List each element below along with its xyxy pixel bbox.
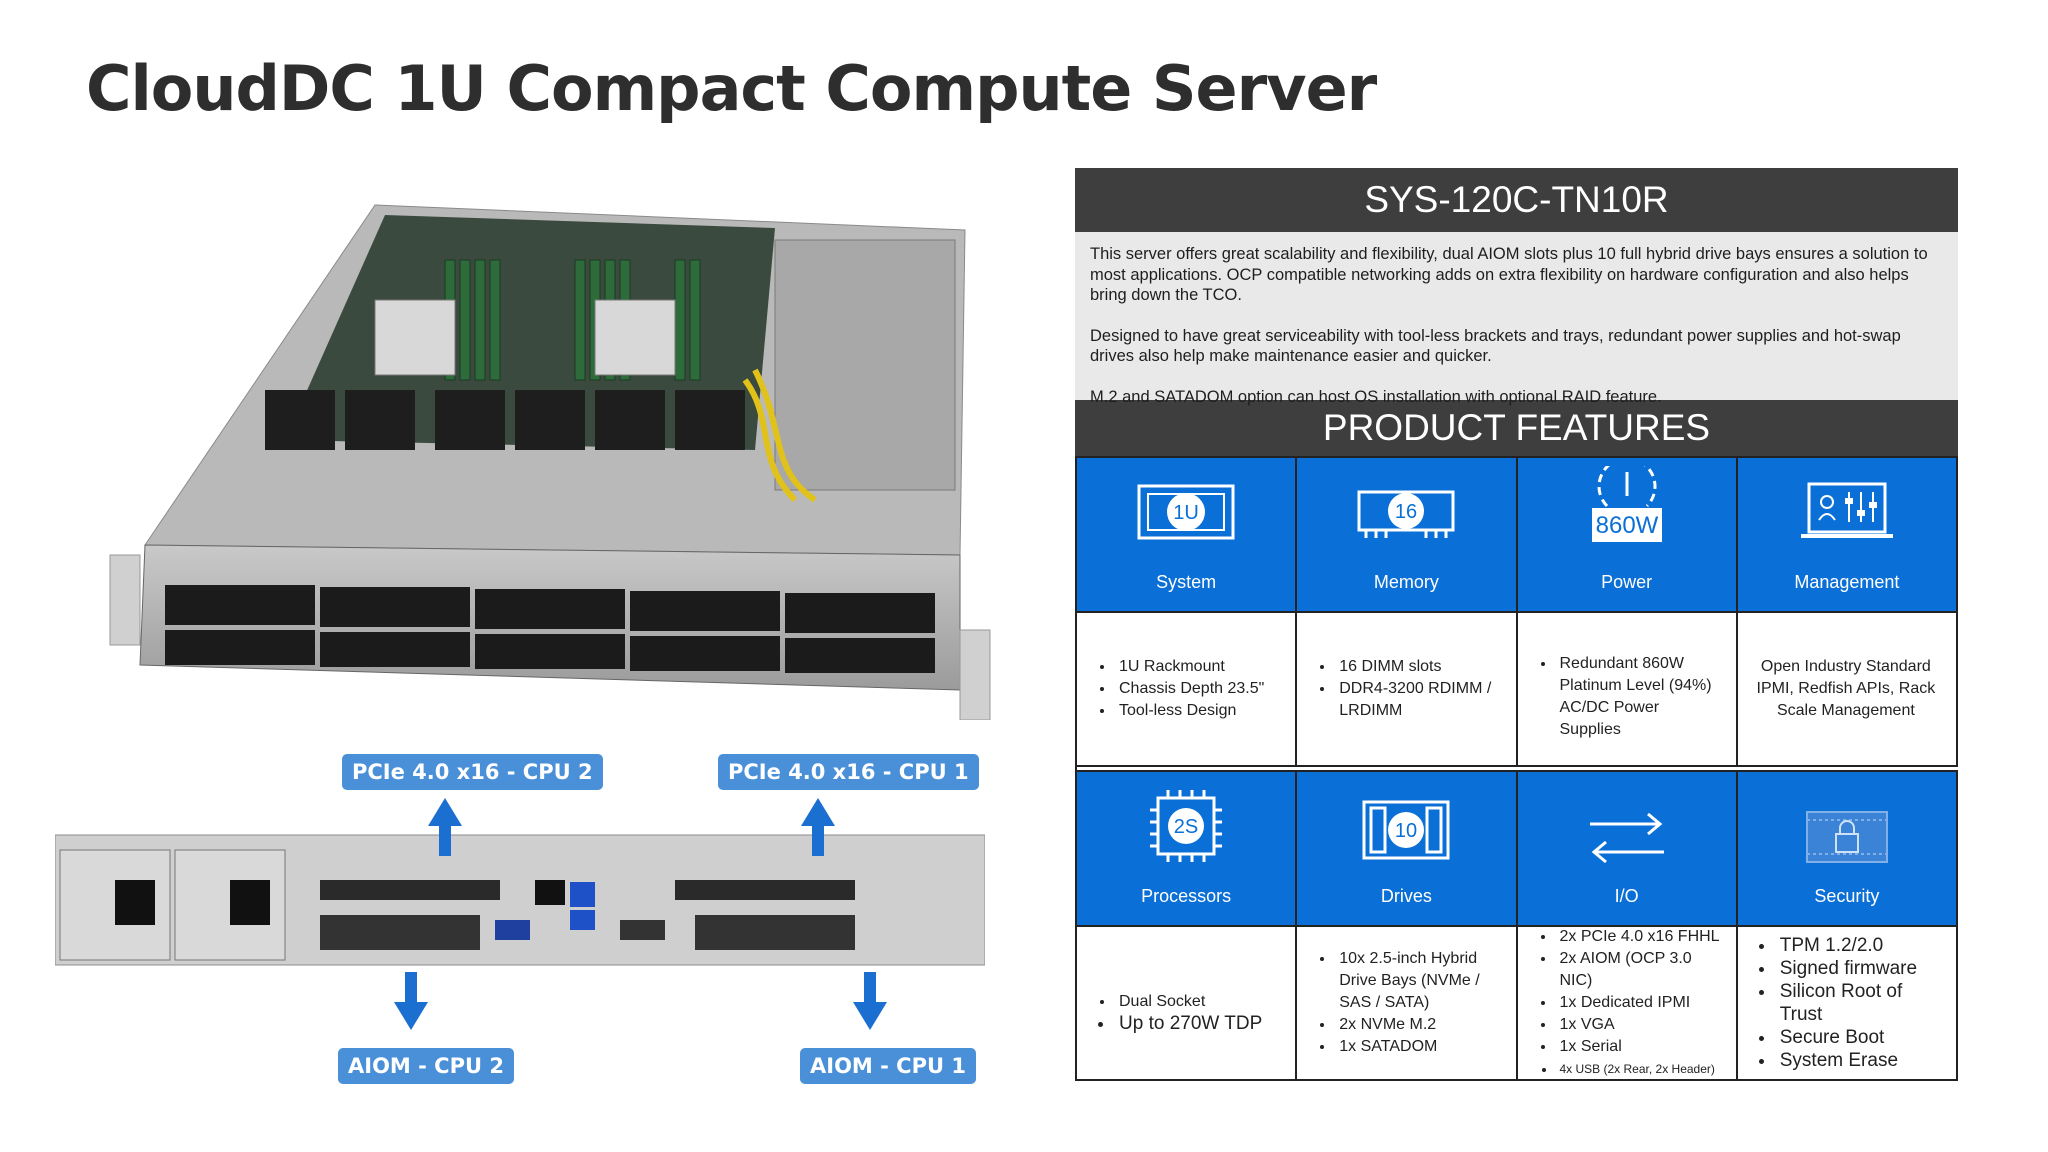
feature-detail: Chassis Depth 23.5" [1115,678,1264,700]
feature-details-management: Open Industry Standard IPMI, Redfish API… [1737,613,1958,767]
feature-details-power: Redundant 860W Platinum Level (94%) AC/D… [1517,613,1738,767]
model-heading: SYS-120C-TN10R [1075,168,1958,232]
feature-tile-system: 1U System [1077,458,1298,613]
feature-details-security: TPM 1.2/2.0 Signed firmware Silicon Root… [1737,927,1958,1081]
pcie-cpu1-callout: PCIe 4.0 x16 - CPU 1 [718,754,979,790]
spec-panel: SYS-120C-TN10R This server offers great … [1075,168,1958,1081]
feature-details-drives: 10x 2.5-inch Hybrid Drive Bays (NVMe / S… [1297,927,1518,1081]
feature-detail: 1x VGA [1556,1014,1724,1036]
security-lock-icon [1805,811,1888,863]
description: This server offers great scalability and… [1075,232,1958,406]
feature-detail: 4x USB (2x Rear, 2x Header) [1556,1058,1724,1080]
feature-caption: Memory [1373,572,1439,592]
feature-tile-security: Security [1737,772,1958,927]
feature-details-system: 1U Rackmount Chassis Depth 23.5" Tool-le… [1077,613,1298,767]
feature-detail: Redundant 860W Platinum Level (94%) AC/D… [1556,653,1724,741]
feature-tile-memory: 16 Memory [1297,458,1518,613]
pcie-cpu2-callout: PCIe 4.0 x16 - CPU 2 [342,754,603,790]
feature-tile-drives: 10 Drives [1297,772,1518,927]
page-title: CloudDC 1U Compact Compute Server [86,52,1377,125]
feature-tile-power: 860W Power [1517,458,1738,613]
feature-caption: Power [1601,572,1653,592]
row-divider [1077,767,1958,772]
feature-caption: Drives [1380,886,1432,906]
server-chassis-icon: 1U [1137,484,1235,540]
feature-detail: Dual Socket [1115,991,1262,1013]
feature-detail: 2x AIOM (OCP 3.0 NIC) [1556,948,1724,992]
memory-icon-label: 16 [1395,501,1417,523]
feature-detail: Up to 270W TDP [1115,1013,1262,1035]
server-top-view-image [109,204,991,720]
power-icon-label: 860W [1595,512,1658,539]
aiom-cpu1-callout: AIOM - CPU 1 [800,1048,976,1084]
description-paragraph: Designed to have great serviceability wi… [1090,326,1901,366]
feature-detail: 1U Rackmount [1115,656,1264,678]
feature-tile-io: I/O [1517,772,1738,927]
feature-detail: 1x Dedicated IPMI [1556,992,1724,1014]
feature-caption: Processors [1141,886,1232,906]
io-arrows-icon [1589,812,1664,864]
feature-caption: I/O [1614,886,1639,906]
processor-chip-icon: 2S [1150,790,1223,862]
power-icon: 860W [1591,466,1662,542]
processors-icon-label: 2S [1174,816,1198,838]
drives-icon-label: 10 [1395,820,1417,842]
feature-caption: Security [1814,886,1880,906]
feature-tile-management: Management [1737,458,1958,613]
features-heading: PRODUCT FEATURES [1075,400,1958,456]
feature-detail: Open Industry Standard IPMI, Redfish API… [1756,658,1936,719]
drives-icon: 10 [1362,800,1450,860]
server-rear-view-image [55,834,985,966]
memory-dimm-icon: 16 [1357,490,1455,538]
feature-detail: TPM 1.2/2.0 [1776,934,1944,957]
feature-caption: Management [1794,572,1900,592]
feature-caption: System [1156,572,1217,592]
system-icon-label: 1U [1173,502,1199,524]
feature-details-processors: Dual Socket Up to 270W TDP [1077,927,1298,1081]
feature-details-io: 2x PCIe 4.0 x16 FHHL 2x AIOM (OCP 3.0 NI… [1517,926,1738,1081]
feature-detail: System Erase [1776,1049,1944,1072]
feature-detail: Tool-less Design [1115,700,1264,722]
feature-detail: 1x SATADOM [1335,1036,1503,1058]
features-grid: 1U System 16 Memory 860W Power [1075,456,1958,1081]
feature-detail: 2x NVMe M.2 [1335,1014,1503,1036]
feature-tile-processors: 2S Processors [1077,772,1298,927]
feature-detail: 16 DIMM slots [1335,656,1503,678]
feature-detail: Secure Boot [1776,1026,1944,1049]
management-icon [1800,482,1893,538]
feature-detail: 1x Serial [1556,1036,1724,1058]
feature-detail: 10x 2.5-inch Hybrid Drive Bays (NVMe / S… [1335,948,1503,1014]
feature-detail: Signed firmware [1776,957,1944,980]
feature-details-memory: 16 DIMM slots DDR4-3200 RDIMM / LRDIMM [1297,613,1518,767]
description-paragraph: This server offers great scalability and… [1090,245,1928,304]
aiom-cpu2-callout: AIOM - CPU 2 [338,1048,514,1084]
feature-detail: Silicon Root of Trust [1776,980,1944,1026]
feature-detail: 2x PCIe 4.0 x16 FHHL [1556,926,1724,948]
feature-detail: DDR4-3200 RDIMM / LRDIMM [1335,678,1503,722]
